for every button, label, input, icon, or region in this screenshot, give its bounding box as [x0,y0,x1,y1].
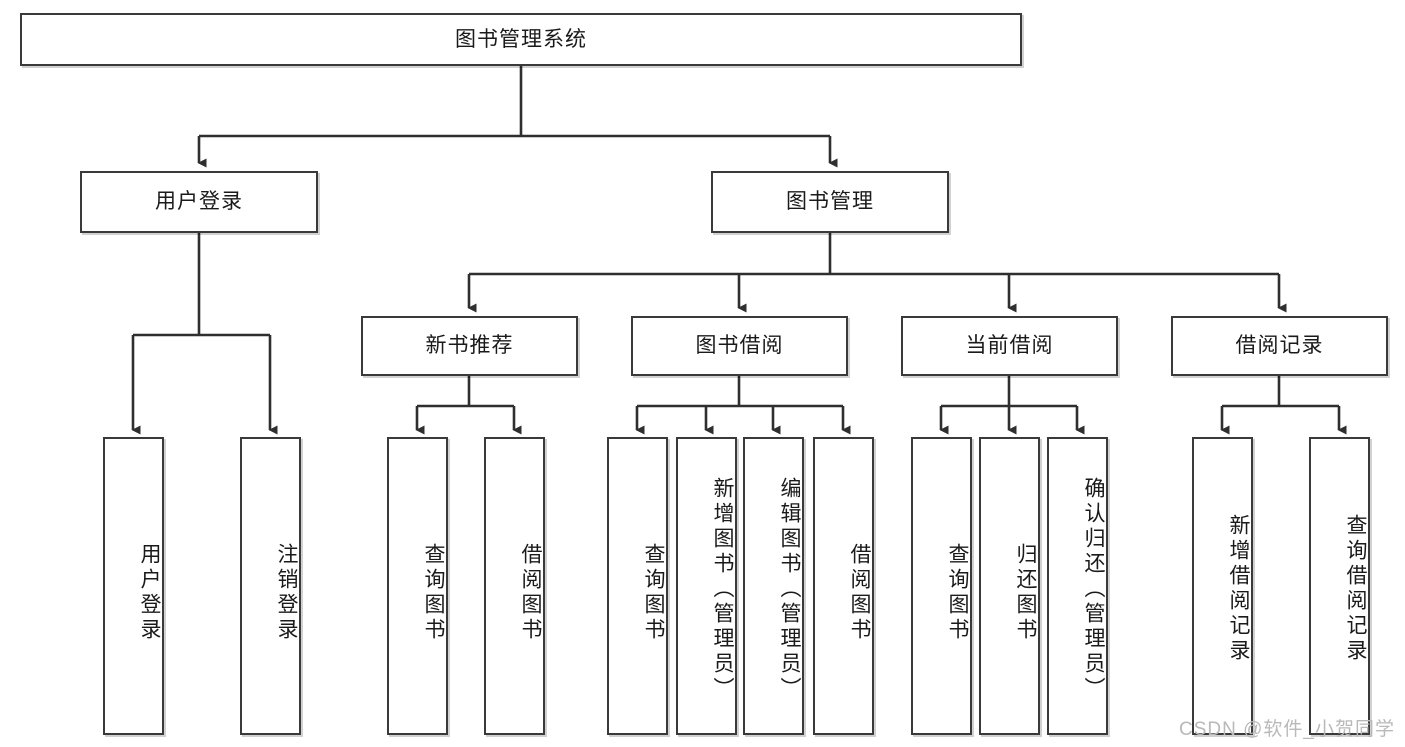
node-book-management[interactable]: 图书管理 [711,171,949,233]
leaf-query-book-borrow[interactable]: 查询图书 [607,437,668,735]
leaf-add-book-admin[interactable]: 新增图书（管理员） [676,437,737,735]
leaf-user-login[interactable]: 用户登录 [103,437,164,735]
leaf-query-book-recommend[interactable]: 查询图书 [387,437,448,735]
leaf-add-borrow-record[interactable]: 新增借阅记录 [1192,437,1253,735]
node-borrow-records[interactable]: 借阅记录 [1171,316,1388,376]
node-root-system[interactable]: 图书管理系统 [20,13,1022,66]
node-user-login[interactable]: 用户登录 [80,171,318,233]
node-new-book-recommend[interactable]: 新书推荐 [361,316,578,376]
leaf-confirm-return-admin[interactable]: 确认归还（管理员） [1047,437,1108,735]
leaf-query-borrow-record[interactable]: 查询借阅记录 [1309,437,1370,735]
leaf-query-book-current[interactable]: 查询图书 [911,437,972,735]
leaf-return-book[interactable]: 归还图书 [979,437,1040,735]
node-current-borrow[interactable]: 当前借阅 [901,316,1118,376]
watermark-text: CSDN @软件_小贺同学 [1179,719,1395,740]
leaf-logout[interactable]: 注销登录 [240,437,301,735]
leaf-edit-book-admin[interactable]: 编辑图书（管理员） [743,437,804,735]
leaf-borrow-book-recommend[interactable]: 借阅图书 [484,437,545,735]
node-book-borrow[interactable]: 图书借阅 [631,316,848,376]
leaf-borrow-book[interactable]: 借阅图书 [813,437,874,735]
